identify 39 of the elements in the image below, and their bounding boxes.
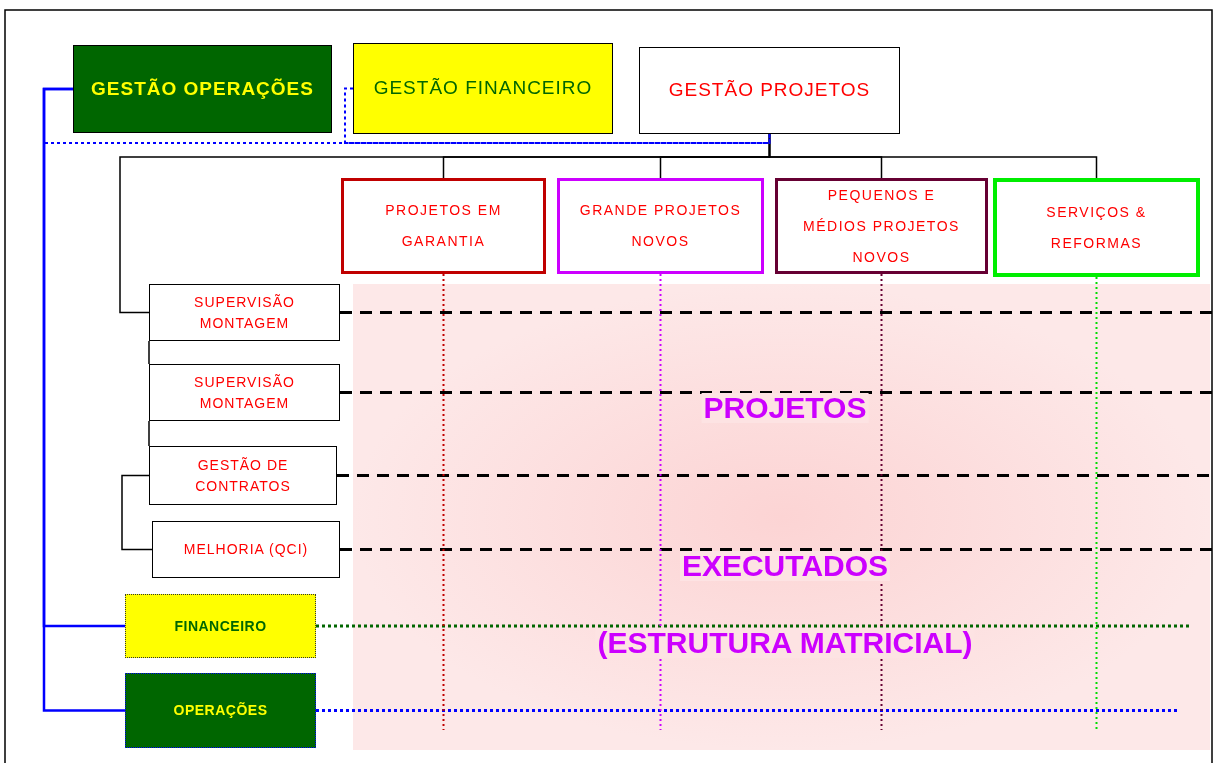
- matrix-line: [880, 273, 883, 731]
- box-label: PROJETOS EM GARANTIA: [384, 201, 503, 251]
- matrix-title: EXECUTADOS: [679, 551, 891, 581]
- matrix-line: [659, 273, 662, 731]
- matrix-line: [316, 709, 1180, 712]
- box-label: SUPERVISÃO MONTAGEM: [193, 292, 296, 333]
- box-label: GRANDE PROJETOS NOVOS: [578, 201, 743, 251]
- org-box: [341, 178, 546, 274]
- box-label: SUPERVISÃO MONTAGEM: [193, 372, 296, 413]
- matrix-line: [316, 624, 1190, 628]
- org-box: [775, 178, 988, 274]
- matrix-title: PROJETOS: [701, 393, 869, 423]
- matrix-line: [1095, 276, 1098, 731]
- org-box: [353, 43, 613, 134]
- org-box: [149, 446, 337, 505]
- org-box: [557, 178, 764, 274]
- org-box: [125, 594, 316, 658]
- box-label: GESTÃO PROJETOS: [667, 78, 872, 103]
- box-label: SERVIÇOS & REFORMAS: [1045, 202, 1148, 253]
- org-box: [125, 673, 316, 748]
- box-label: OPERAÇÕES: [172, 701, 269, 720]
- box-label: PEQUENOS E MÉDIOS PROJETOS NOVOS: [802, 185, 961, 267]
- org-box: [152, 521, 340, 578]
- connector-line: [148, 420, 150, 447]
- connector-line: [148, 340, 150, 365]
- box-label: MELHORIA (QCI): [182, 540, 310, 559]
- connector-line: [43, 88, 771, 144]
- box-label: GESTÃO DE CONTRATOS: [194, 455, 292, 496]
- box-label: FINANCEIRO: [173, 616, 268, 636]
- org-box: [993, 178, 1200, 277]
- matrix-line: [442, 273, 445, 731]
- box-label: GESTÃO OPERAÇÕES: [90, 76, 315, 101]
- connector-line: [344, 87, 771, 144]
- connector-line: [121, 474, 153, 551]
- org-box: [73, 45, 332, 133]
- org-box: [639, 47, 900, 134]
- org-box: [149, 284, 340, 341]
- org-box: [149, 364, 340, 421]
- box-label: GESTÃO FINANCEIRO: [372, 76, 594, 101]
